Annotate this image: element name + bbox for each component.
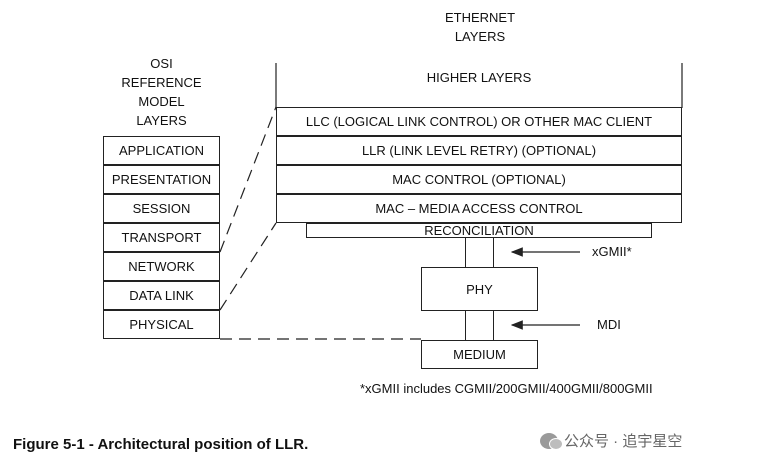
osi-title: OSI REFERENCE MODEL LAYERS [103,54,220,130]
phy-box: PHY [421,267,538,311]
osi-layer-application: APPLICATION [103,136,220,165]
eth-layer-llc: LLC (LOGICAL LINK CONTROL) OR OTHER MAC … [276,107,682,136]
mdi-label: MDI [597,317,621,332]
mapping-dash-data-link-to-mac [219,222,277,311]
footnote: *xGMII includes CGMII/200GMII/400GMII/80… [360,381,653,396]
mapping-dash-network-to-llc [219,106,277,253]
ethernet-title-line: ETHERNET [444,10,516,25]
ethernet-title-line: LAYERS [454,29,506,44]
osi-layer-transport: TRANSPORT [103,223,220,252]
eth-layer-mac: MAC – MEDIA ACCESS CONTROL [276,194,682,223]
xgmii-label: xGMII* [592,244,632,259]
wechat-icon [540,432,563,450]
osi-layer-data-link: DATA LINK [103,281,220,310]
higher-layers-label: HIGHER LAYERS [426,70,532,85]
watermark-text: 公众号 · 追宇星空 [564,433,683,450]
eth-layer-llr: LLR (LINK LEVEL RETRY) (OPTIONAL) [276,136,682,165]
ethernet-title: ETHERNET LAYERS [400,8,560,46]
mdi-connector [465,310,494,341]
figure-caption: Figure 5-1 - Architectural position of L… [13,436,309,453]
xgmii-connector [465,237,494,268]
osi-layer-physical: PHYSICAL [103,310,220,339]
watermark: 公众号 · 追宇星空 [540,430,682,451]
osi-layer-network: NETWORK [103,252,220,281]
eth-layer-mac-control: MAC CONTROL (OPTIONAL) [276,165,682,194]
osi-title-line: OSI [150,56,173,71]
reconciliation-box: RECONCILIATION [306,223,652,238]
osi-title-line: LAYERS [136,113,187,128]
osi-title-line: REFERENCE [121,75,202,90]
osi-layer-presentation: PRESENTATION [103,165,220,194]
osi-title-line: MODEL [138,94,185,109]
osi-layer-session: SESSION [103,194,220,223]
medium-box: MEDIUM [421,340,538,369]
